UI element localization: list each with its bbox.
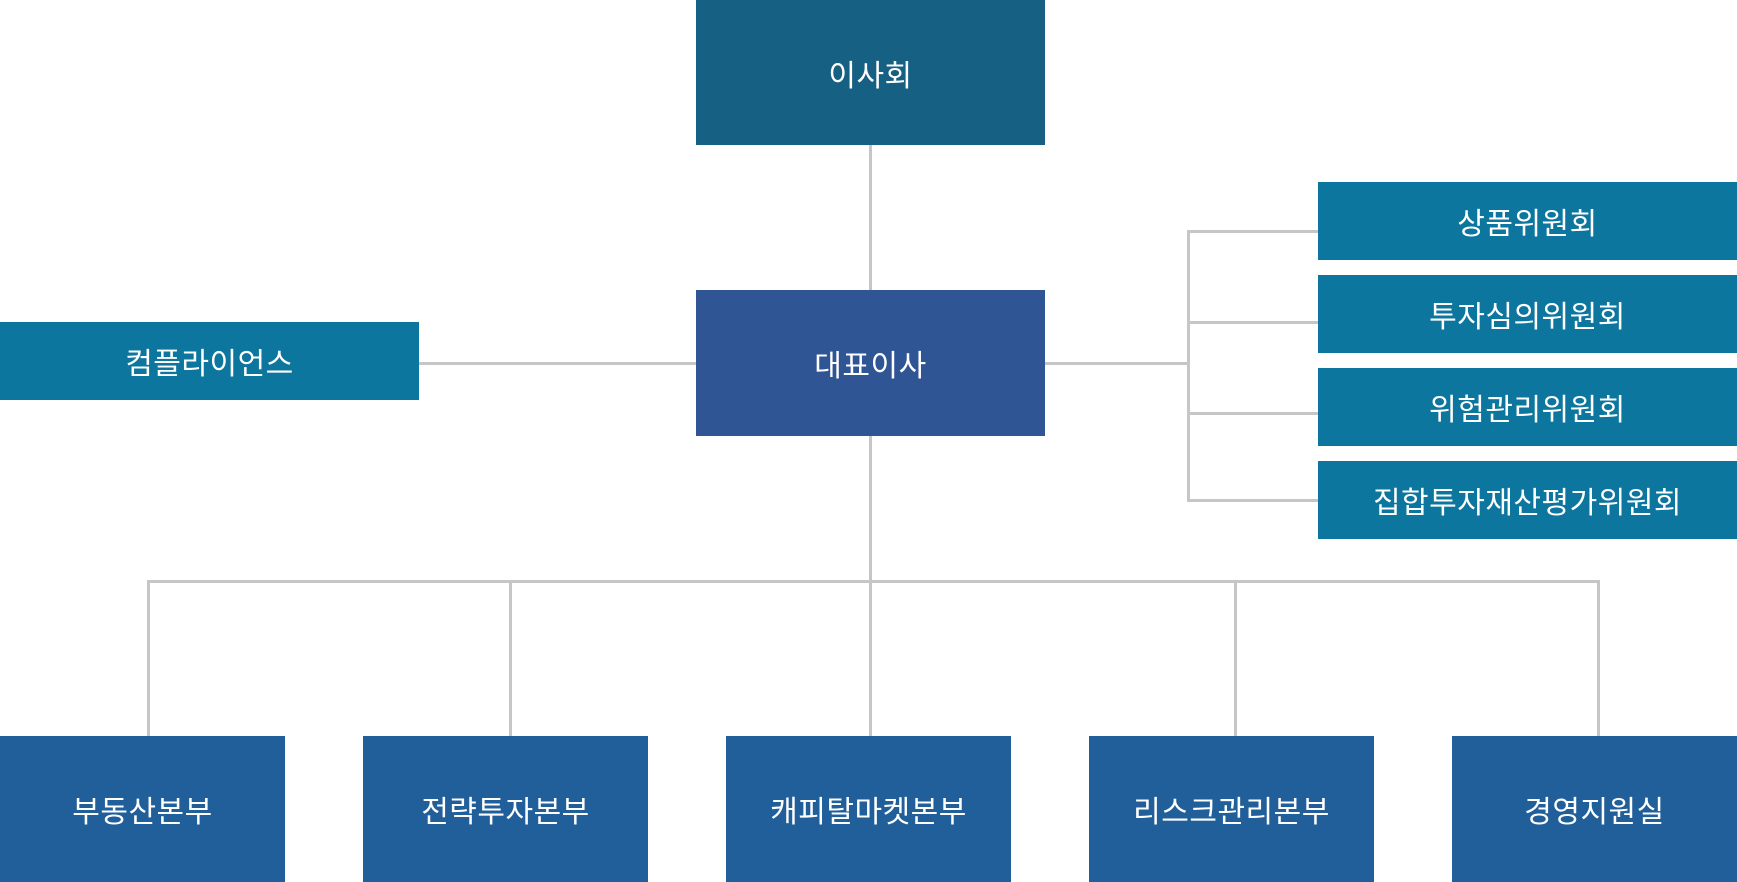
connector-committee-2 xyxy=(1187,321,1318,324)
connector-divisions-bus xyxy=(147,580,1600,583)
connector-ceo-compliance xyxy=(419,362,696,365)
node-committee: 위험관리위원회 xyxy=(1318,368,1737,446)
connector-division-1 xyxy=(147,580,150,736)
connector-committee-1 xyxy=(1187,230,1318,233)
node-division: 부동산본부 xyxy=(0,736,285,882)
connector-division-2 xyxy=(509,580,512,736)
node-committee: 상품위원회 xyxy=(1318,182,1737,260)
node-division: 리스크관리본부 xyxy=(1089,736,1374,882)
node-committee: 집합투자재산평가위원회 xyxy=(1318,461,1737,539)
connector-board-ceo xyxy=(869,145,872,290)
connector-division-3 xyxy=(869,580,872,736)
connector-division-5 xyxy=(1597,580,1600,736)
node-board: 이사회 xyxy=(696,0,1045,145)
node-ceo: 대표이사 xyxy=(696,290,1045,436)
connector-division-4 xyxy=(1234,580,1237,736)
node-division: 캐피탈마켓본부 xyxy=(726,736,1011,882)
connector-committees-trunk xyxy=(1187,230,1190,502)
node-committee: 투자심의위원회 xyxy=(1318,275,1737,353)
connector-ceo-committees xyxy=(1045,362,1189,365)
node-division: 경영지원실 xyxy=(1452,736,1737,882)
connector-committee-4 xyxy=(1187,499,1318,502)
connector-committee-3 xyxy=(1187,412,1318,415)
node-division: 전략투자본부 xyxy=(363,736,648,882)
node-compliance: 컴플라이언스 xyxy=(0,322,419,400)
